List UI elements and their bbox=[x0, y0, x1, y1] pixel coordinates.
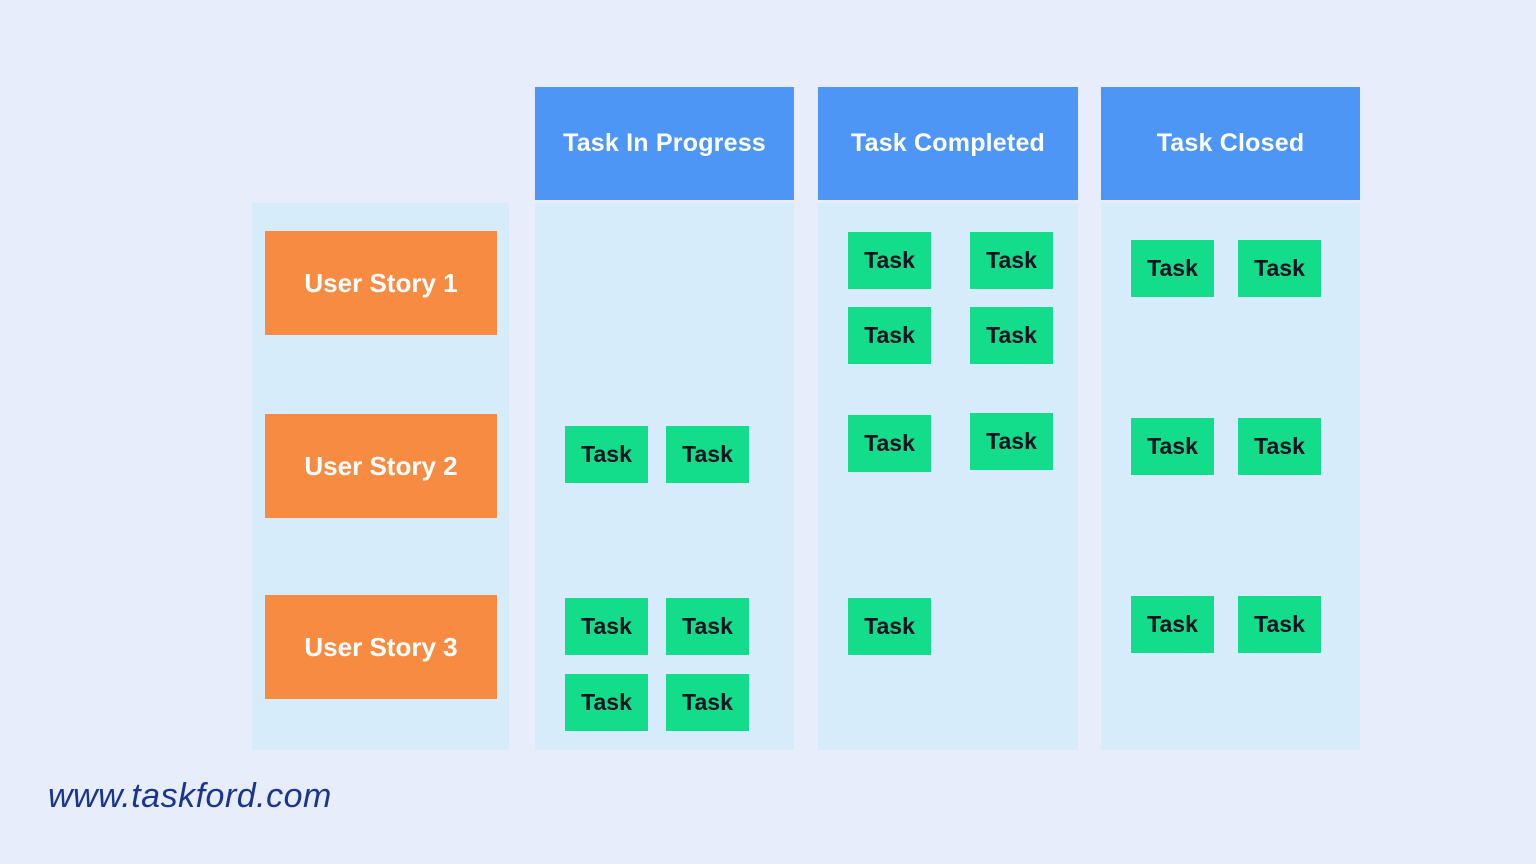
task-card[interactable]: Task bbox=[970, 413, 1053, 470]
task-card[interactable]: Task bbox=[1238, 240, 1321, 297]
task-card[interactable]: Task bbox=[970, 307, 1053, 364]
task-card[interactable]: Task bbox=[1131, 240, 1214, 297]
user-story-column: User Story 1 User Story 2 User Story 3 bbox=[252, 203, 509, 750]
user-story-card[interactable]: User Story 2 bbox=[265, 414, 497, 518]
task-card[interactable]: Task bbox=[1238, 596, 1321, 653]
task-card[interactable]: Task bbox=[848, 307, 931, 364]
task-card[interactable]: Task bbox=[1131, 418, 1214, 475]
user-story-card[interactable]: User Story 1 bbox=[265, 231, 497, 335]
column-header-task-completed: Task Completed bbox=[818, 87, 1078, 200]
task-card[interactable]: Task bbox=[848, 598, 931, 655]
column-task-closed: Task Task Task Task Task Task bbox=[1101, 203, 1360, 750]
task-card[interactable]: Task bbox=[1131, 596, 1214, 653]
task-card[interactable]: Task bbox=[666, 426, 749, 483]
site-url: www.taskford.com bbox=[48, 777, 332, 815]
column-task-in-progress: Task Task Task Task Task Task bbox=[535, 203, 794, 750]
task-card[interactable]: Task bbox=[666, 674, 749, 731]
task-card[interactable]: Task bbox=[1238, 418, 1321, 475]
task-card[interactable]: Task bbox=[970, 232, 1053, 289]
task-card[interactable]: Task bbox=[666, 598, 749, 655]
column-task-completed: Task Task Task Task Task Task Task bbox=[818, 203, 1078, 750]
column-header-task-closed: Task Closed bbox=[1101, 87, 1360, 200]
user-story-card[interactable]: User Story 3 bbox=[265, 595, 497, 699]
column-header-task-in-progress: Task In Progress bbox=[535, 87, 794, 200]
task-card[interactable]: Task bbox=[848, 415, 931, 472]
task-card[interactable]: Task bbox=[848, 232, 931, 289]
task-card[interactable]: Task bbox=[565, 674, 648, 731]
task-card[interactable]: Task bbox=[565, 598, 648, 655]
task-card[interactable]: Task bbox=[565, 426, 648, 483]
